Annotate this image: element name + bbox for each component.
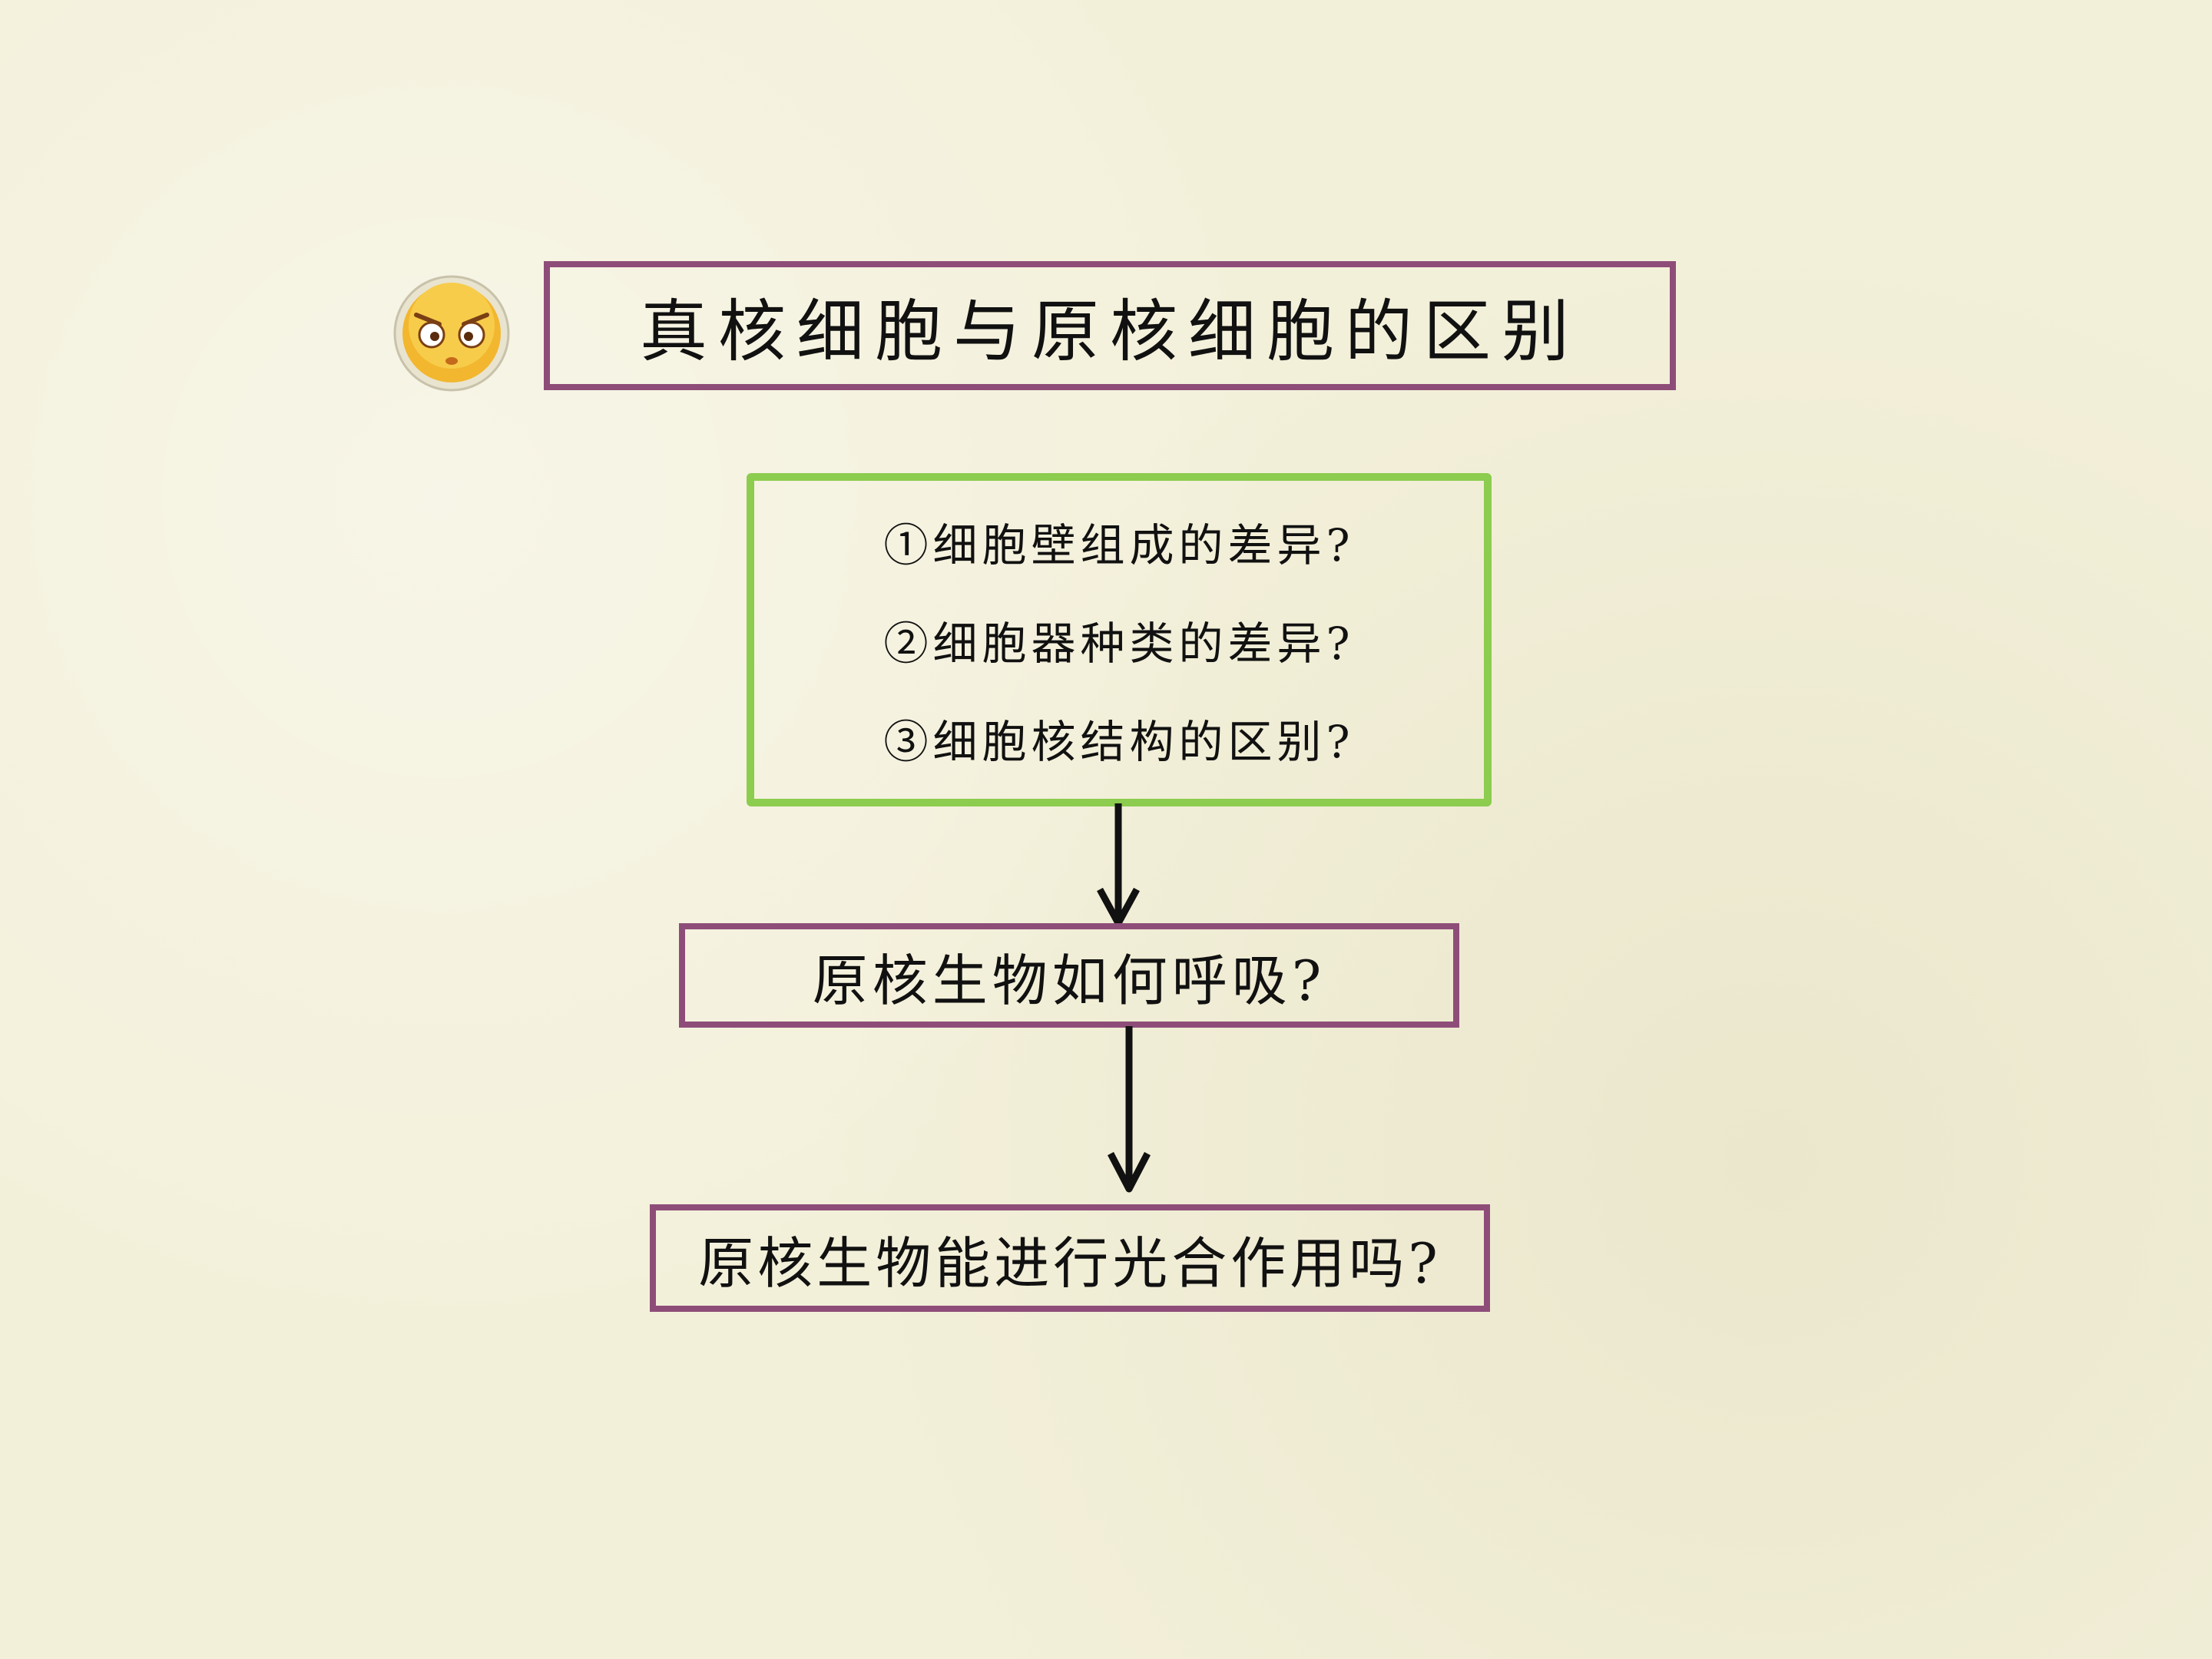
respiration-question: 原核生物如何呼吸? (812, 948, 1326, 1013)
photosynthesis-question: 原核生物能进行光合作用吗? (698, 1230, 1442, 1296)
photosynthesis-box: 原核生物能进行光合作用吗? (650, 1204, 1490, 1312)
question-item-2: ②细胞器种类的差异? (883, 618, 1355, 670)
respiration-box: 原核生物如何呼吸? (679, 923, 1459, 1028)
arrow-down-icon (1097, 803, 1140, 927)
title-box: 真核细胞与原核细胞的区别 (544, 261, 1676, 390)
arrow-down-icon (1108, 1026, 1151, 1193)
questions-box: ①细胞壁组成的差异? ②细胞器种类的差异? ③细胞核结构的区别? (747, 473, 1492, 806)
emoticon-face-icon (393, 275, 510, 392)
question-item-3: ③细胞核结构的区别? (883, 716, 1355, 768)
page-title: 真核细胞与原核细胞的区别 (639, 291, 1580, 371)
question-item-1: ①细胞壁组成的差异? (883, 519, 1355, 571)
